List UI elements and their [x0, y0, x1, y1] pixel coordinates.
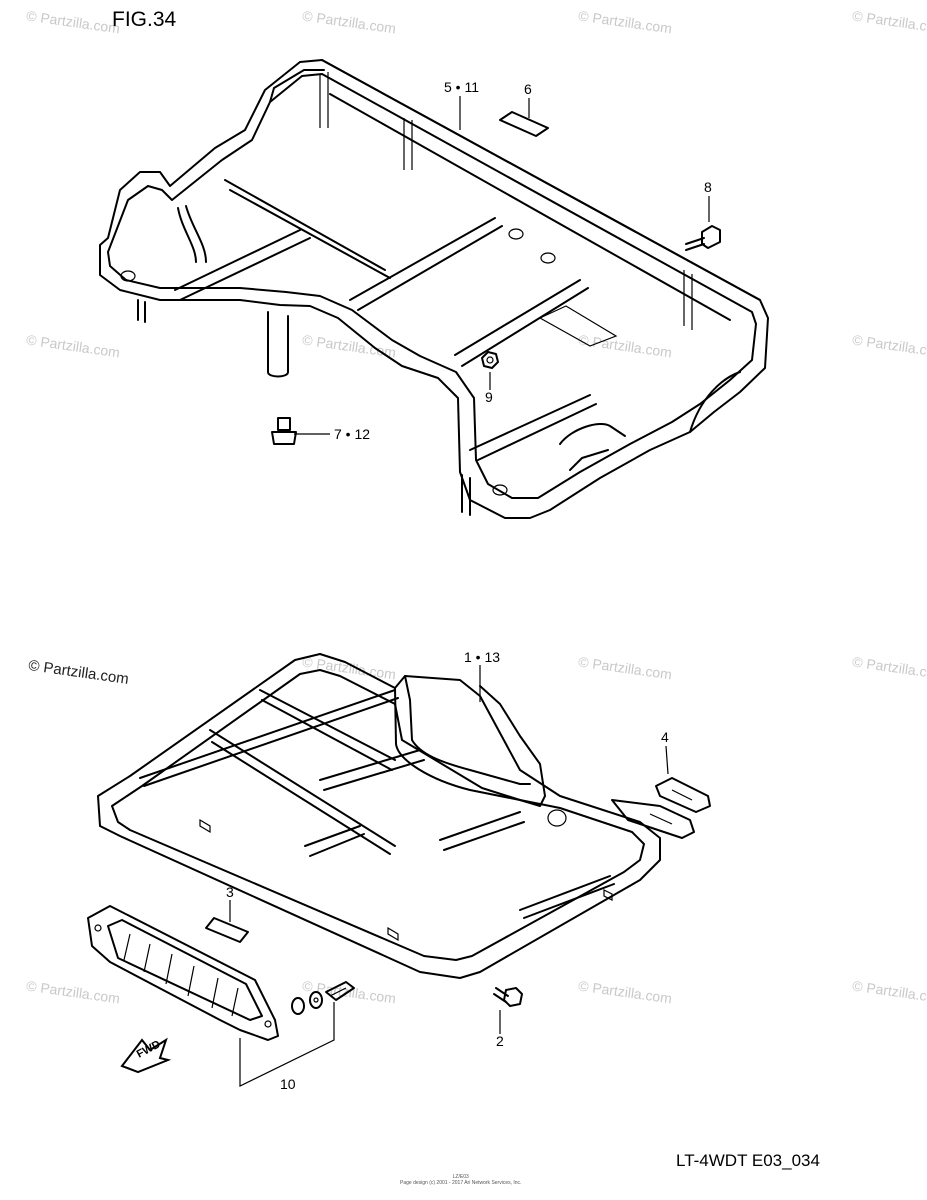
plate-part: [205, 917, 249, 943]
drawing-code: LT-4WDT E03_034: [676, 1151, 820, 1170]
callout-9: 9: [485, 389, 493, 405]
front-carrier: [97, 653, 661, 979]
callout-6: 6: [524, 81, 532, 97]
figure-title: FIG.34: [112, 8, 177, 31]
label-plate-part: [499, 111, 549, 137]
leader-lines: [229, 96, 710, 1087]
fwd-arrow-icon: FWD: [120, 1037, 172, 1074]
washer-bolt-set: [291, 981, 355, 1015]
bolt-part-2: [493, 987, 523, 1007]
callout-7-12: 7 • 12: [334, 426, 370, 442]
small-print-line-1: LZ/E03: [452, 1174, 469, 1180]
small-print: LZ/E03 Page design (c) 2001 - 2017 Ari N…: [400, 1174, 521, 1186]
callout-2: 2: [496, 1033, 504, 1049]
front-guard-part: [87, 905, 279, 1041]
callout-4: 4: [661, 729, 669, 745]
callout-8: 8: [704, 179, 712, 195]
rear-carrier: [99, 59, 769, 519]
bracket-part: [611, 777, 711, 839]
nut-part: [481, 351, 499, 369]
flange-bolt-part: [271, 417, 297, 445]
small-print-line-2: Page design (c) 2001 - 2017 Ari Network …: [400, 1180, 522, 1186]
callout-10: 10: [280, 1076, 296, 1092]
callout-3: 3: [226, 884, 234, 900]
bolt-part: [685, 225, 721, 251]
callout-5-11: 5 • 11: [444, 79, 479, 95]
callout-1-13: 1 • 13: [464, 649, 500, 665]
